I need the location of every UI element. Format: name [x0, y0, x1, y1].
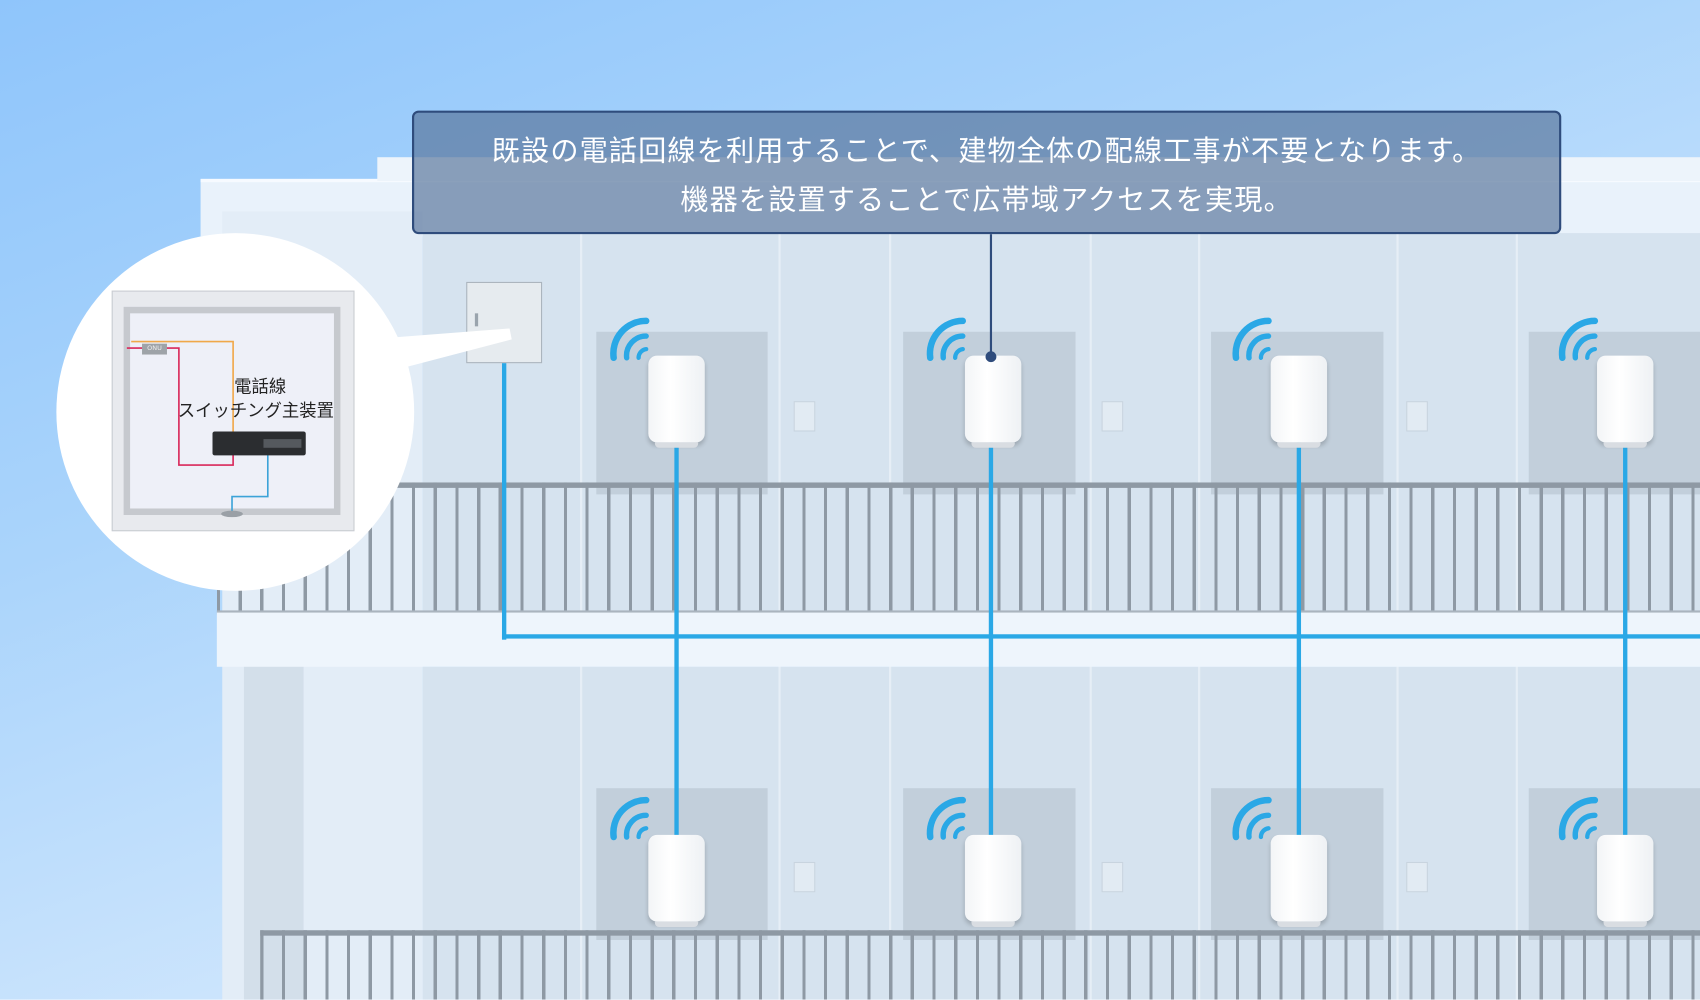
balcony-railing: [216, 482, 1700, 615]
switching-unit: [212, 431, 306, 456]
caption-line-2: 機器を設置することで広帯域アクセスを実現。: [680, 184, 1293, 217]
inset-label: 電話線 スイッチング主装置: [173, 375, 346, 423]
main-cable: [501, 363, 507, 640]
inset-label-line-2: スイッチング主装置: [177, 400, 334, 421]
branch-cable: [988, 442, 994, 839]
wifi-icon: [1232, 317, 1272, 362]
caption-pointer-line: [989, 234, 993, 356]
caption-line-1: 既設の電話回線を利用することで、建物全体の配線工事が不要となります。: [491, 135, 1482, 169]
access-point-device: [648, 355, 705, 448]
caption-box: 既設の電話回線を利用することで、建物全体の配線工事が不要となります。 機器を設置…: [411, 110, 1562, 235]
floor-slab: [216, 612, 1700, 667]
wifi-icon: [610, 317, 650, 362]
access-point-device: [1597, 834, 1654, 927]
caption-pointer-dot: [985, 351, 997, 363]
branch-cable: [1623, 442, 1628, 839]
wifi-icon: [1232, 796, 1272, 841]
access-point-device: [1270, 834, 1328, 927]
wifi-icon: [610, 796, 650, 841]
distribution-box: [466, 281, 543, 364]
wifi-icon: [926, 317, 967, 362]
onu-label: ONU: [142, 343, 167, 355]
access-point-device: [964, 834, 1022, 927]
access-point-device: [1597, 355, 1654, 448]
main-cable: [501, 634, 1700, 639]
access-point-device: [648, 834, 705, 927]
access-point-device: [964, 355, 1022, 448]
branch-cable: [1296, 442, 1302, 839]
wifi-icon: [1558, 796, 1599, 841]
inset-label-line-1: 電話線: [234, 376, 287, 397]
wifi-icon: [926, 796, 967, 841]
wifi-icon: [1558, 317, 1599, 362]
branch-cable: [674, 442, 679, 839]
balcony-railing: [260, 930, 1700, 1000]
access-point-device: [1270, 355, 1328, 448]
